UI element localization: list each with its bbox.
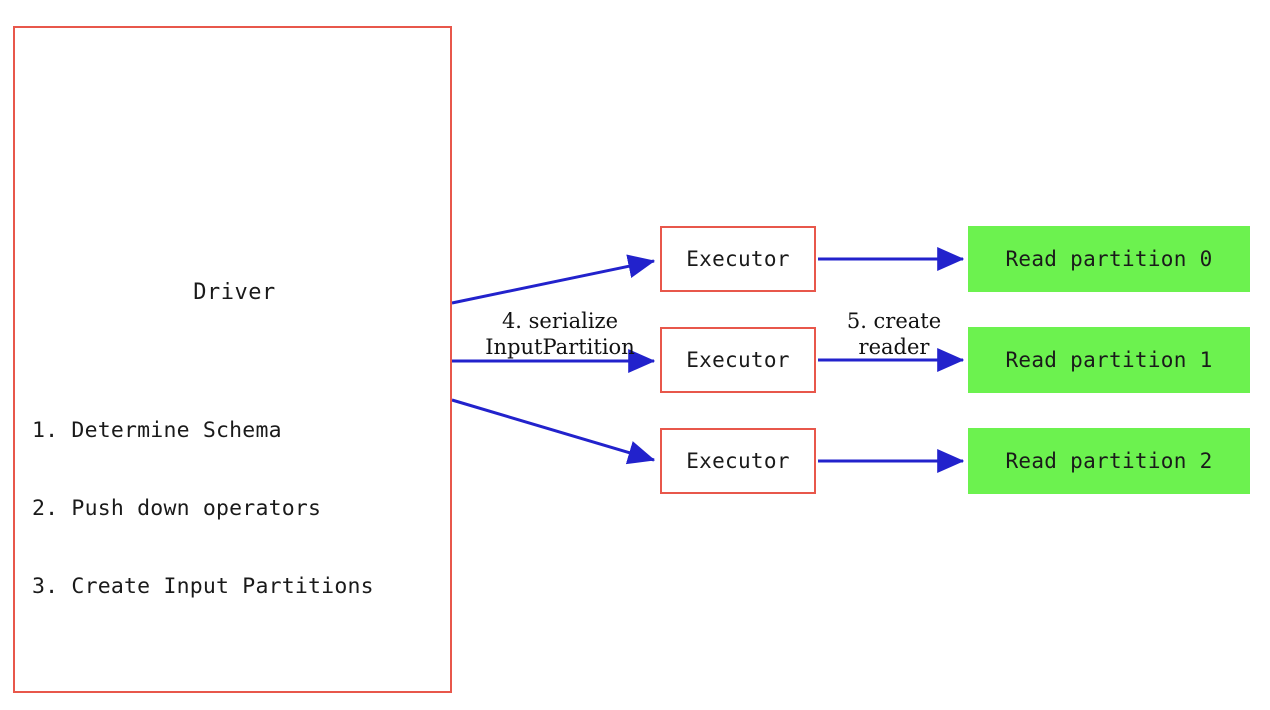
driver-box: Driver 1. Determine Schema 2. Push down … (13, 26, 452, 693)
driver-steps-list: 1. Determine Schema 2. Push down operato… (32, 366, 452, 652)
arrow-label-create-reader-line-2: reader (858, 335, 930, 359)
driver-step-2: 2. Push down operators (32, 496, 322, 521)
executor-label-0: Executor (686, 247, 790, 271)
partition-box-0: Read partition 0 (968, 226, 1250, 292)
partition-label-0: Read partition 0 (1005, 247, 1213, 271)
partition-box-1: Read partition 1 (968, 327, 1250, 393)
executor-label-1: Executor (686, 348, 790, 372)
arrow-label-serialize-line-2: InputPartition (485, 335, 635, 359)
arrow-label-serialize-input-partition: 4. serialize InputPartition (460, 308, 660, 360)
arrow-label-serialize-line-1: 4. serialize (501, 309, 619, 333)
partition-box-2: Read partition 2 (968, 428, 1250, 494)
partition-label-2: Read partition 2 (1005, 449, 1213, 473)
driver-step-1: 1. Determine Schema (32, 418, 282, 443)
arrow-label-create-reader-line-1: 5. create (846, 309, 942, 333)
arrow-label-create-reader: 5. create reader (826, 308, 962, 360)
arrow-driver-to-executor-2 (451, 398, 656, 465)
driver-title: Driver (193, 280, 276, 305)
partition-label-1: Read partition 1 (1005, 348, 1213, 372)
executor-box-0: Executor (660, 226, 816, 292)
arrow-driver-to-executor-0 (451, 254, 656, 305)
executor-box-2: Executor (660, 428, 816, 494)
executor-label-2: Executor (686, 449, 790, 473)
driver-step-3: 3. Create Input Partitions (32, 574, 374, 599)
executor-box-1: Executor (660, 327, 816, 393)
